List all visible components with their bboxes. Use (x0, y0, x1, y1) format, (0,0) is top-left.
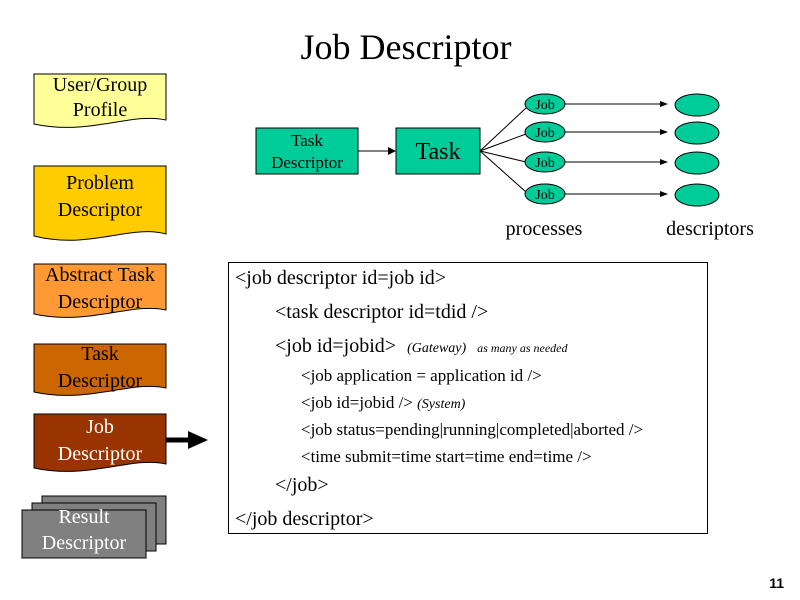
code-note-gateway: (Gateway) (407, 341, 467, 356)
processes-label: processes (506, 218, 583, 240)
sidebar-item-label: User/Group (52, 74, 148, 96)
doc-shape-user-group-profile (33, 73, 167, 128)
descriptors-label: descriptors (666, 218, 754, 240)
code-line-job-id: <job id=jobid /> (System) (301, 393, 465, 413)
descriptor-node-4 (674, 183, 720, 207)
sidebar-item-label: Descriptor (57, 443, 143, 465)
descriptor-node-2 (674, 121, 720, 145)
code-job-id-tag: <job id=jobid /> (301, 393, 413, 412)
sidebar-item-abstract-task-descriptor: Abstract Task Descriptor (34, 262, 166, 316)
code-note-as-many: as many as needed (477, 341, 568, 355)
code-line-job-status: <job status=pending|running|completed|ab… (301, 420, 644, 439)
job-arrow-2-head (660, 129, 668, 135)
code-job-open-tag: <job id=jobid> (275, 335, 397, 357)
sidebar-item-task-descriptor: Task Descriptor (34, 341, 166, 395)
task-label: Task (416, 139, 461, 165)
slide-title: Job Descriptor (300, 27, 512, 67)
doc-shape-task-descriptor (33, 343, 167, 396)
code-line-job-application: <job application = application id /> (301, 366, 542, 385)
job-arrow-1-head (660, 101, 668, 107)
fan-arrow-2 (479, 133, 527, 152)
descriptor-node-1 (674, 93, 720, 117)
doc-shape-problem-descriptor (33, 165, 167, 241)
code-line-job-descriptor-open: <job descriptor id=job id> (235, 267, 447, 289)
sidebar-item-label: Descriptor (57, 199, 143, 221)
job-label-2: Job (535, 126, 554, 141)
sidebar-item-label: Descriptor (41, 532, 127, 554)
doc-shape-abstract-task-descriptor (33, 263, 167, 318)
job-descriptor-arrow-head (188, 431, 208, 449)
job-descriptor-code-box: <job descriptor id=job id> <task descrip… (228, 262, 708, 534)
sidebar-shapes (21, 73, 208, 559)
sidebar-item-label: Job (86, 416, 114, 438)
page-number: 11 (769, 575, 784, 591)
flow-diagram: Task Descriptor Task Job Job Job Job pro… (255, 93, 754, 240)
arrow-td-to-task-head (388, 147, 396, 155)
job-label-4: Job (535, 188, 554, 203)
code-line-job-descriptor-close: </job descriptor> (235, 508, 374, 530)
task-box (395, 127, 481, 175)
sidebar-item-problem-descriptor: Problem Descriptor (34, 170, 166, 230)
code-line-job-open: <job id=jobid> (Gateway) as many as need… (275, 335, 567, 358)
sidebar-item-label: Descriptor (57, 370, 143, 392)
sidebar-item-label: Abstract Task (45, 264, 155, 286)
sidebar-item-result-descriptor: Result Descriptor (22, 504, 146, 558)
job-label-1: Job (535, 98, 554, 113)
fan-arrow-1 (479, 107, 527, 152)
code-line-job-close: </job> (275, 474, 329, 496)
fan-arrow-4 (479, 150, 527, 193)
sidebar-item-label: Problem (66, 172, 134, 194)
sidebar-item-label: Task (81, 343, 119, 365)
sidebar-item-label: Descriptor (57, 291, 143, 313)
doc-shape-result-front (21, 509, 147, 559)
job-label-3: Job (535, 156, 554, 171)
code-line-task-descriptor: <task descriptor id=tdid /> (275, 301, 489, 323)
task-descriptor-label-line1: Task (291, 131, 323, 150)
code-line-time: <time submit=time start=time end=time /> (301, 447, 592, 466)
job-arrow-3-head (660, 159, 668, 165)
sidebar-item-user-group-profile: User/Group Profile (34, 70, 166, 124)
task-descriptor-label-line2: Descriptor (271, 153, 343, 172)
code-note-system: (System) (417, 397, 466, 412)
doc-shape-job-descriptor (33, 413, 167, 472)
descriptor-node-3 (674, 151, 720, 175)
sidebar-item-label: Result (58, 506, 110, 528)
fan-arrow-3 (479, 150, 527, 163)
job-arrow-4-head (660, 191, 668, 197)
sidebar-item-job-descriptor: Job Descriptor (34, 414, 166, 468)
sidebar-item-label: Profile (72, 99, 128, 121)
